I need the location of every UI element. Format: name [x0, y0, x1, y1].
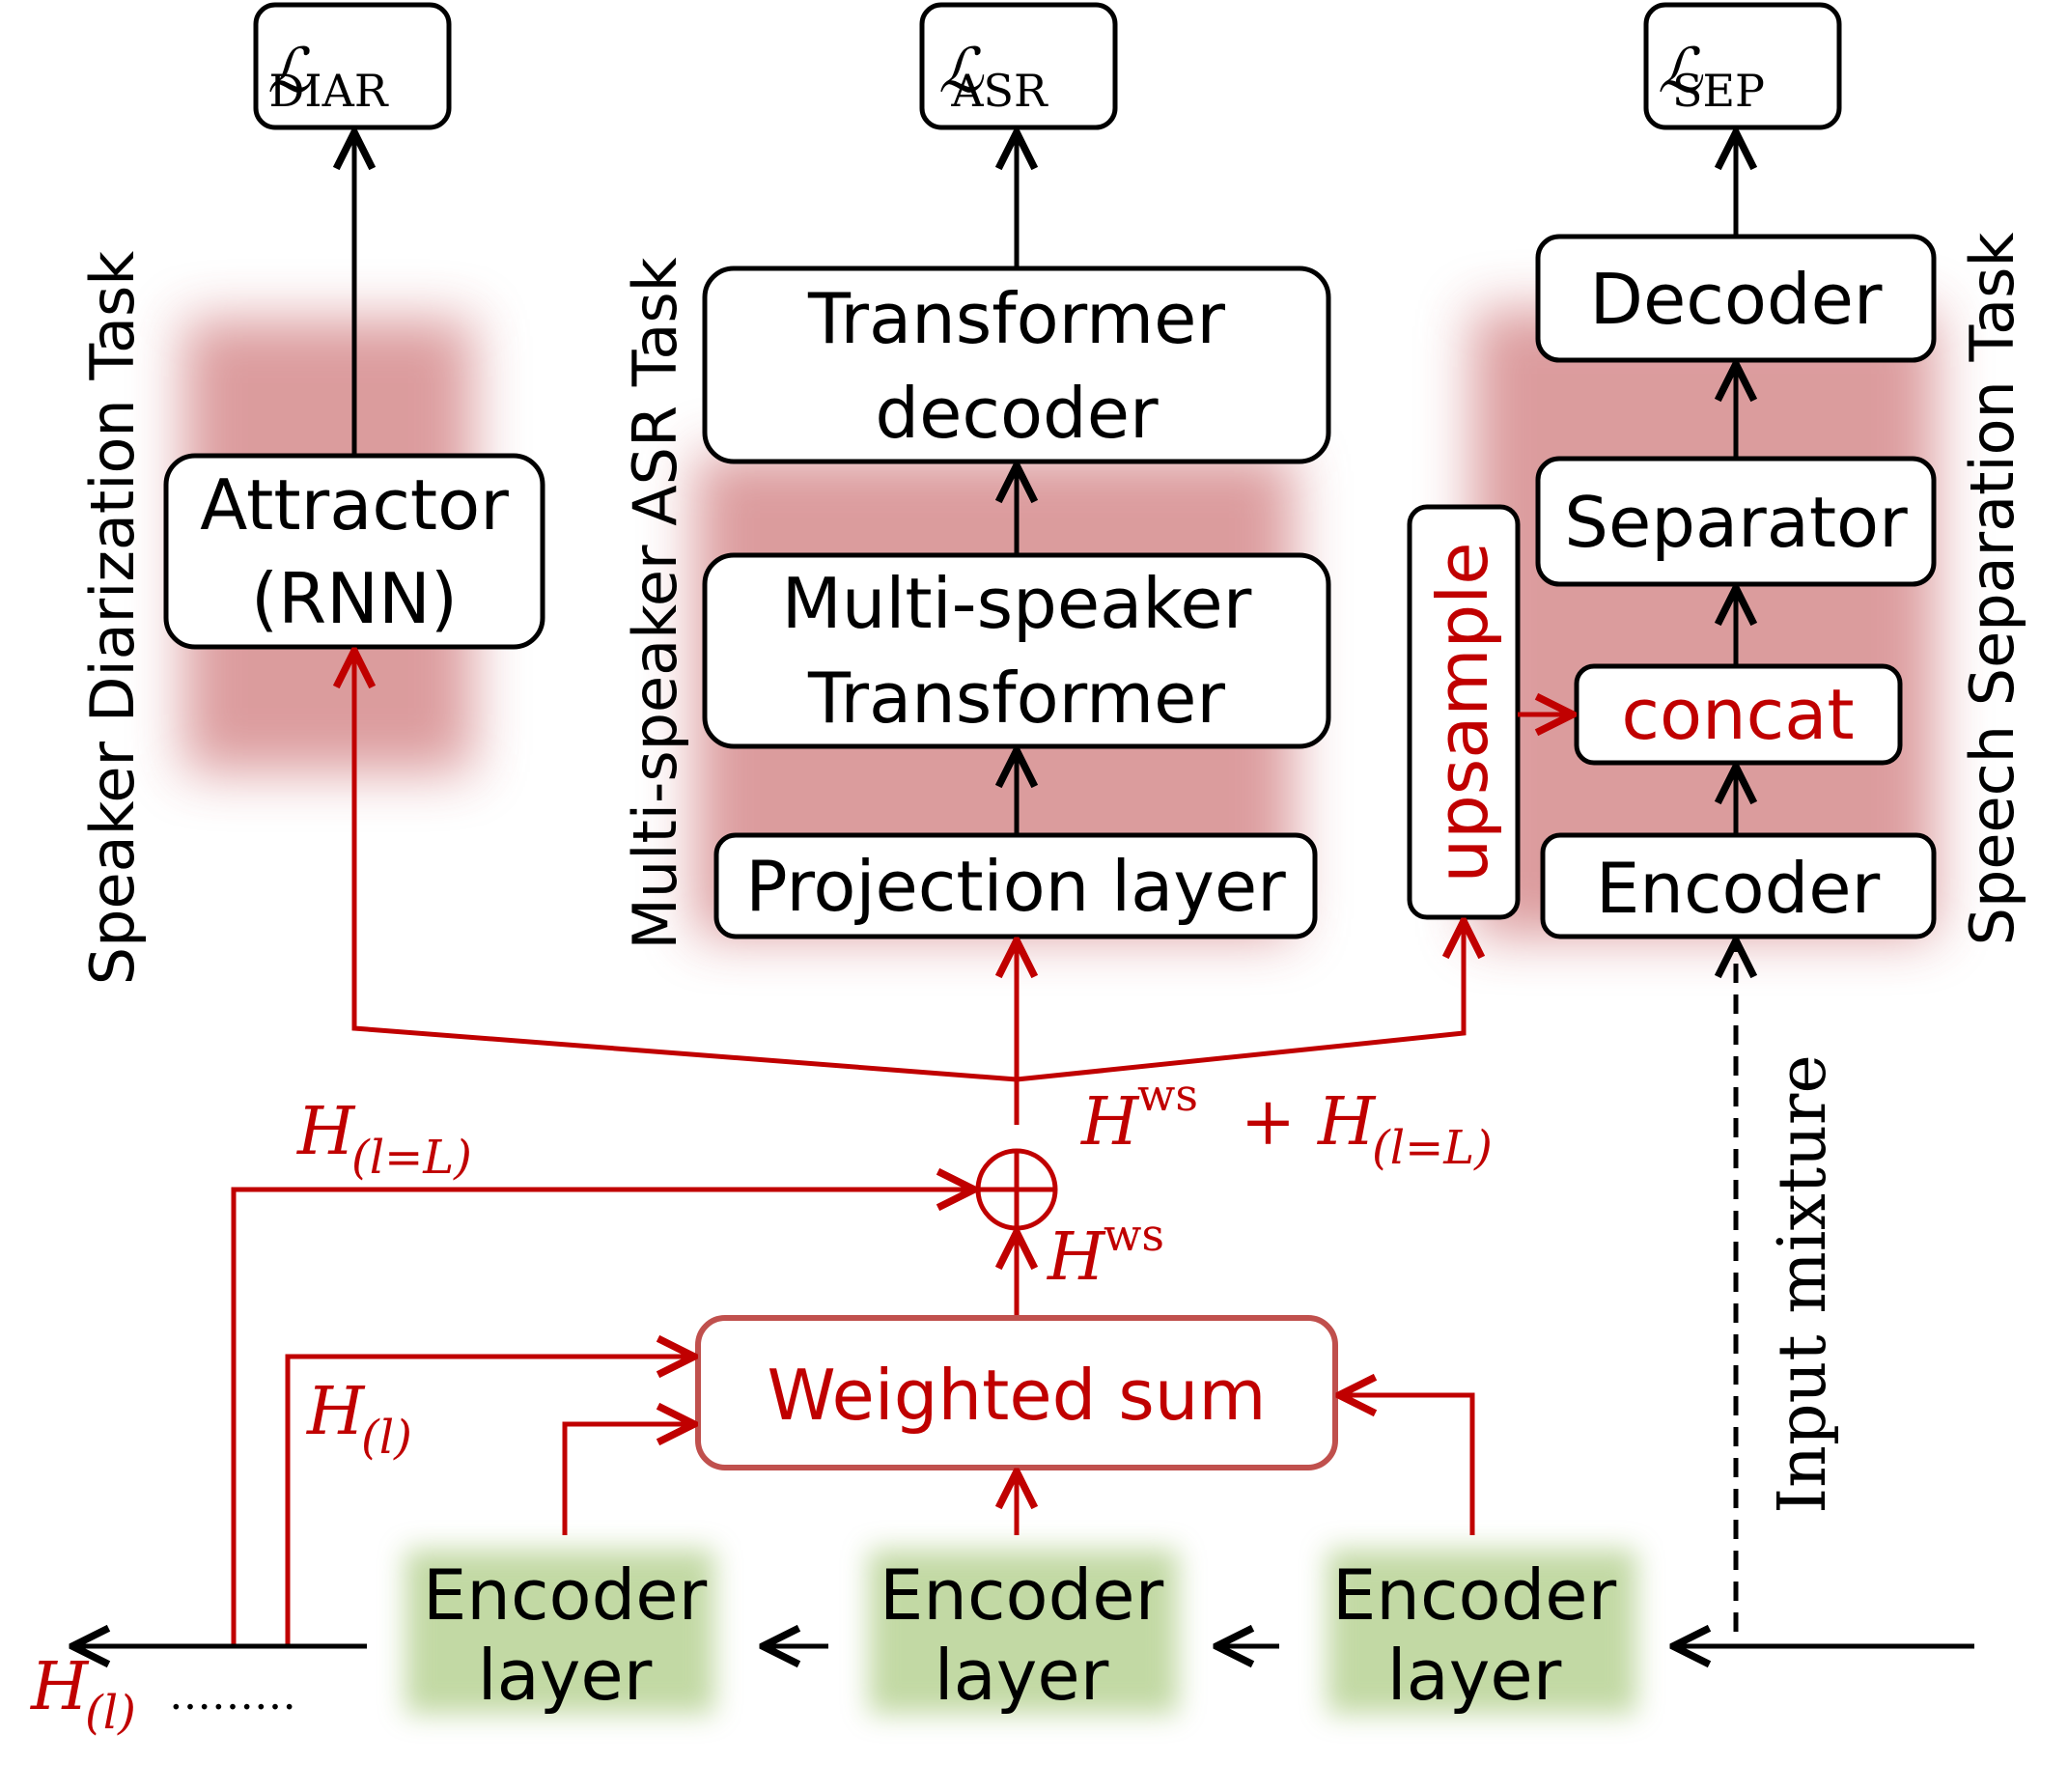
svg-text:(l=L): (l=L): [351, 1131, 472, 1185]
multi-speaker-transformer-block: Multi-speaker Transformer: [702, 552, 1331, 749]
svg-text:ℒ: ℒ: [1658, 36, 1704, 107]
svg-text:ASR: ASR: [950, 65, 1048, 117]
svg-text:Transformer: Transformer: [807, 658, 1225, 739]
svg-text:layer: layer: [1387, 1635, 1562, 1716]
input-mixture-label: Input mixture: [1765, 1054, 1841, 1513]
svg-text:SEP: SEP: [1672, 65, 1765, 117]
label-H-ws-plus-H-l-eq-L: H ws + H (l=L): [1079, 1069, 1493, 1175]
svg-text:(l): (l): [85, 1686, 136, 1740]
encoder-layer-2: Encoder layer: [880, 1554, 1164, 1716]
svg-text:+: +: [1241, 1084, 1296, 1161]
separator-block: Separator: [1535, 456, 1937, 587]
asr-task-label: Multi-speaker ASR Task: [620, 257, 690, 949]
encoder-layer-glows: [405, 1550, 1636, 1714]
svg-text:H: H: [295, 1094, 356, 1170]
separation-task-label: Speech Separation Task: [1957, 233, 2027, 946]
svg-text:H: H: [1046, 1219, 1106, 1296]
svg-text:Decoder: Decoder: [1590, 259, 1883, 340]
svg-text:Encoder: Encoder: [1596, 848, 1881, 929]
diarization-task-label: Speaker Diarization Task: [77, 251, 148, 985]
label-H-l-bottom: H (l) ………: [29, 1649, 296, 1740]
attractor-rnn-block: Attractor (RNN): [163, 453, 545, 650]
loss-diar-box: ℒ DIAR: [253, 2, 452, 130]
residual-add-operator: [975, 1148, 1058, 1231]
svg-text:H: H: [305, 1374, 366, 1450]
svg-text:Projection layer: Projection layer: [745, 846, 1286, 927]
svg-text:Encoder: Encoder: [880, 1554, 1164, 1636]
upsample-block: upsample: [1407, 504, 1521, 920]
encoder-layer-3: Encoder layer: [1332, 1554, 1617, 1716]
svg-text:H: H: [29, 1649, 90, 1725]
svg-text:Encoder: Encoder: [1332, 1554, 1617, 1636]
svg-text:Transformer: Transformer: [807, 278, 1225, 359]
svg-text:Separator: Separator: [1564, 482, 1908, 563]
svg-text:layer: layer: [478, 1635, 653, 1716]
svg-text:ℒ: ℒ: [267, 36, 314, 107]
svg-text:ℒ: ℒ: [938, 36, 985, 107]
svg-text:upsample: upsample: [1422, 542, 1503, 882]
svg-text:DIAR: DIAR: [269, 65, 389, 117]
encoder-layer-1: Encoder layer: [423, 1554, 708, 1716]
svg-text:decoder: decoder: [875, 373, 1159, 454]
svg-text:concat: concat: [1621, 674, 1854, 755]
svg-text:Attractor: Attractor: [200, 464, 509, 546]
encoder-block: Encoder: [1540, 832, 1937, 939]
loss-asr-box: ℒ ASR: [919, 2, 1118, 130]
label-H-l: H (l): [305, 1374, 412, 1465]
svg-text:H: H: [1079, 1084, 1140, 1161]
label-H-l-eq-L: H (l=L): [295, 1094, 472, 1185]
svg-text:Multi-speaker: Multi-speaker: [782, 563, 1252, 644]
svg-text:ws: ws: [1137, 1069, 1198, 1121]
label-H-ws: H ws: [1046, 1209, 1164, 1296]
concat-block: concat: [1574, 663, 1903, 766]
svg-text:(l): (l): [361, 1411, 412, 1465]
svg-text:Encoder: Encoder: [423, 1554, 708, 1636]
svg-text:Weighted sum: Weighted sum: [767, 1355, 1266, 1436]
svg-text:ws: ws: [1104, 1209, 1164, 1261]
decoder-block: Decoder: [1535, 234, 1937, 363]
separation-highlight: [1472, 309, 1936, 937]
svg-text:………: ………: [169, 1670, 296, 1720]
svg-text:H: H: [1316, 1084, 1377, 1161]
svg-text:(l=L): (l=L): [1372, 1121, 1493, 1175]
svg-text:(RNN): (RNN): [251, 558, 458, 639]
weighted-sum-block: Weighted sum: [695, 1315, 1338, 1470]
loss-sep-box: ℒ SEP: [1643, 2, 1842, 130]
projection-layer-block: Projection layer: [713, 832, 1318, 939]
transformer-decoder-block: Transformer decoder: [702, 266, 1331, 464]
svg-text:layer: layer: [935, 1635, 1109, 1716]
